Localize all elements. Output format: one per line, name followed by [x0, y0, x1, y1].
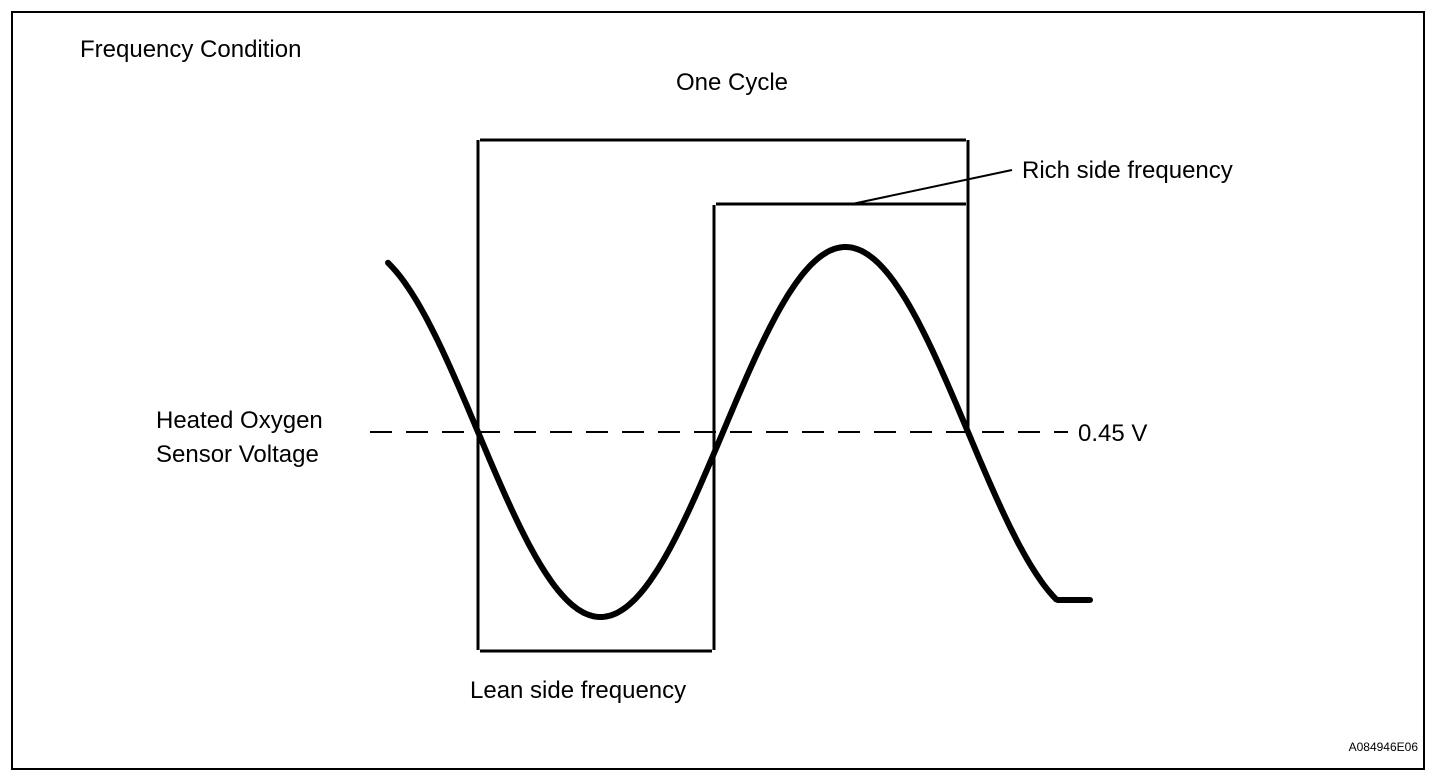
- lean-side-label: Lean side frequency: [470, 677, 686, 704]
- rich-side-leader-line: [851, 169, 1013, 205]
- one-cycle-label: One Cycle: [676, 69, 788, 96]
- threshold-label: 0.45 V: [1078, 420, 1147, 447]
- voltage-waveform: [385, 244, 1093, 620]
- figure-code: A084946E06: [1349, 740, 1419, 754]
- sensor-voltage-label-line1: Heated Oxygen: [156, 407, 323, 434]
- rich-side-label: Rich side frequency: [1022, 157, 1233, 184]
- sensor-voltage-label-line2: Sensor Voltage: [156, 441, 319, 468]
- diagram-title: Frequency Condition: [80, 36, 301, 63]
- diagram-frame: [11, 11, 1425, 770]
